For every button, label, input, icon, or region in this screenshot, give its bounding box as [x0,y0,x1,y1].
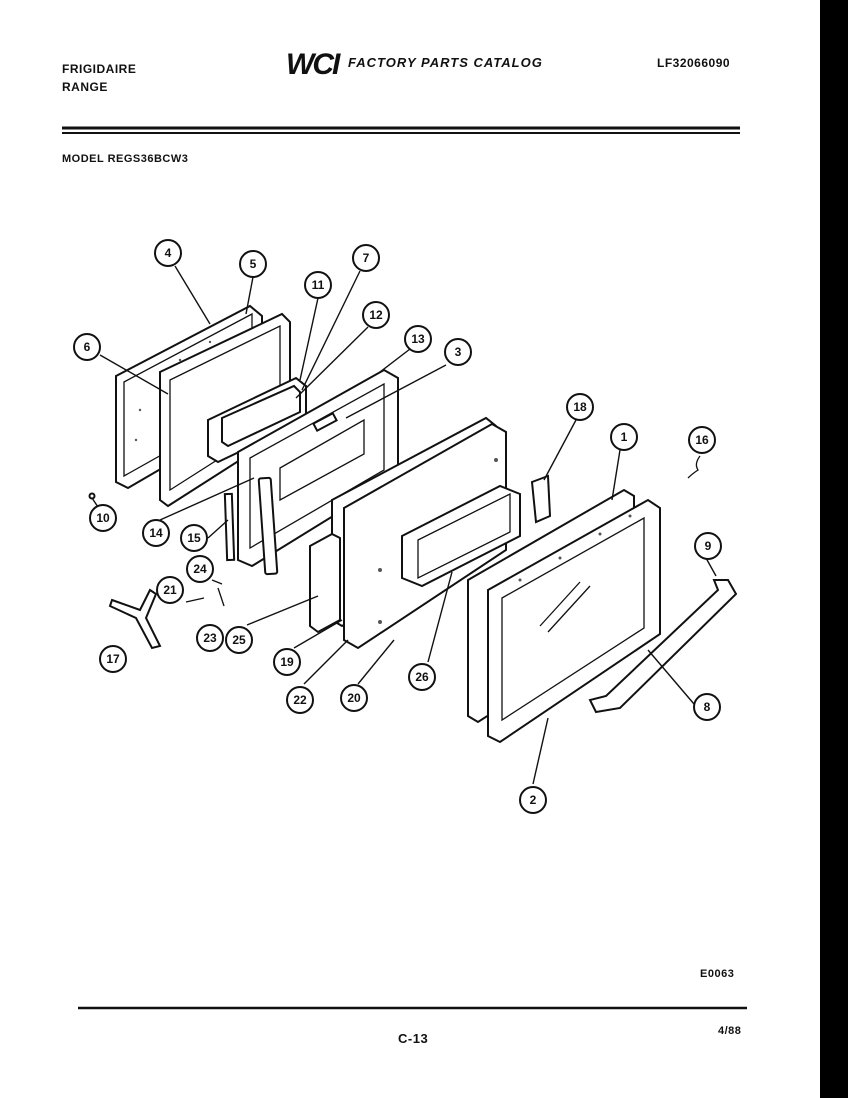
callout-7: 7 [352,244,380,272]
parts-sheet: FRIGIDAIRE RANGE WCI FACTORY PARTS CATAL… [0,0,820,1098]
callouts: 4 5 11 7 6 12 13 3 18 1 16 10 14 15 24 2… [73,239,722,814]
leader-lines [91,265,717,785]
callout-25: 25 [225,626,253,654]
svg-text:26: 26 [415,670,429,684]
callout-1: 1 [610,423,638,451]
callout-24: 24 [186,555,214,583]
part-hinge [108,588,162,650]
part-inner-glass [401,484,521,588]
svg-text:22: 22 [293,693,307,707]
brand-name: FRIGIDAIRE [62,62,137,76]
part-inner-door-panel [237,368,399,568]
svg-text:13: 13 [411,332,425,346]
callout-2: 2 [519,786,547,814]
svg-text:4: 4 [165,246,172,260]
svg-text:16: 16 [695,433,709,447]
callout-26: 26 [408,663,436,691]
catalog-code: LF32066090 [657,56,731,70]
callout-4: 4 [154,239,182,267]
callout-6: 6 [73,333,101,361]
drawing-code: E0063 [700,968,735,980]
callout-18: 18 [566,393,594,421]
part-insulation-pack [207,376,307,464]
part-door-handle [588,579,738,714]
part-outer-door [467,488,661,744]
callout-9: 9 [694,532,722,560]
catalog-date: 4/88 [718,1025,742,1037]
svg-text:19: 19 [280,655,294,669]
svg-text:6: 6 [84,340,91,354]
svg-text:24: 24 [193,562,207,576]
svg-text:14: 14 [149,526,163,540]
svg-text:12: 12 [369,308,383,322]
callout-22: 22 [286,686,314,714]
part-small-screw [88,492,96,500]
part-hinge-bracket [223,476,279,576]
svg-text:1: 1 [621,430,628,444]
callout-19: 19 [273,648,301,676]
page-number: C-13 [398,1031,429,1046]
part-screws [185,579,225,607]
callout-3: 3 [444,338,472,366]
svg-text:21: 21 [163,583,177,597]
callout-20: 20 [340,684,368,712]
svg-text:5: 5 [250,257,257,271]
part-spring [687,455,701,479]
callout-23: 23 [196,624,224,652]
wci-logo: WCI [286,48,340,81]
svg-text:8: 8 [704,700,711,714]
svg-text:9: 9 [705,539,712,553]
svg-text:25: 25 [232,633,246,647]
callout-14: 14 [142,519,170,547]
svg-text:20: 20 [347,691,361,705]
svg-text:2: 2 [530,793,537,807]
exploded-door-diagram: 4 5 11 7 6 12 13 3 18 1 16 10 14 15 24 2… [62,126,747,1010]
svg-text:23: 23 [203,631,217,645]
callout-16: 16 [688,426,716,454]
catalog-title: FACTORY PARTS CATALOG [348,55,543,70]
svg-text:11: 11 [312,278,325,292]
callout-12: 12 [362,301,390,329]
callout-11: 11 [304,271,332,299]
svg-text:18: 18 [573,400,587,414]
callout-5: 5 [239,250,267,278]
callout-13: 13 [404,325,432,353]
callout-17: 17 [99,645,127,673]
svg-text:10: 10 [96,511,110,525]
header-rule [62,126,740,134]
callout-21: 21 [156,576,184,604]
svg-text:17: 17 [106,652,120,666]
part-clip [530,474,552,524]
callout-10: 10 [89,504,117,532]
svg-text:15: 15 [187,531,201,545]
model-number: MODEL REGS36BCW3 [62,153,189,165]
callout-15: 15 [180,524,208,552]
product-type: RANGE [62,80,108,94]
svg-text:3: 3 [455,345,462,359]
callout-8: 8 [693,693,721,721]
svg-text:7: 7 [363,251,370,265]
